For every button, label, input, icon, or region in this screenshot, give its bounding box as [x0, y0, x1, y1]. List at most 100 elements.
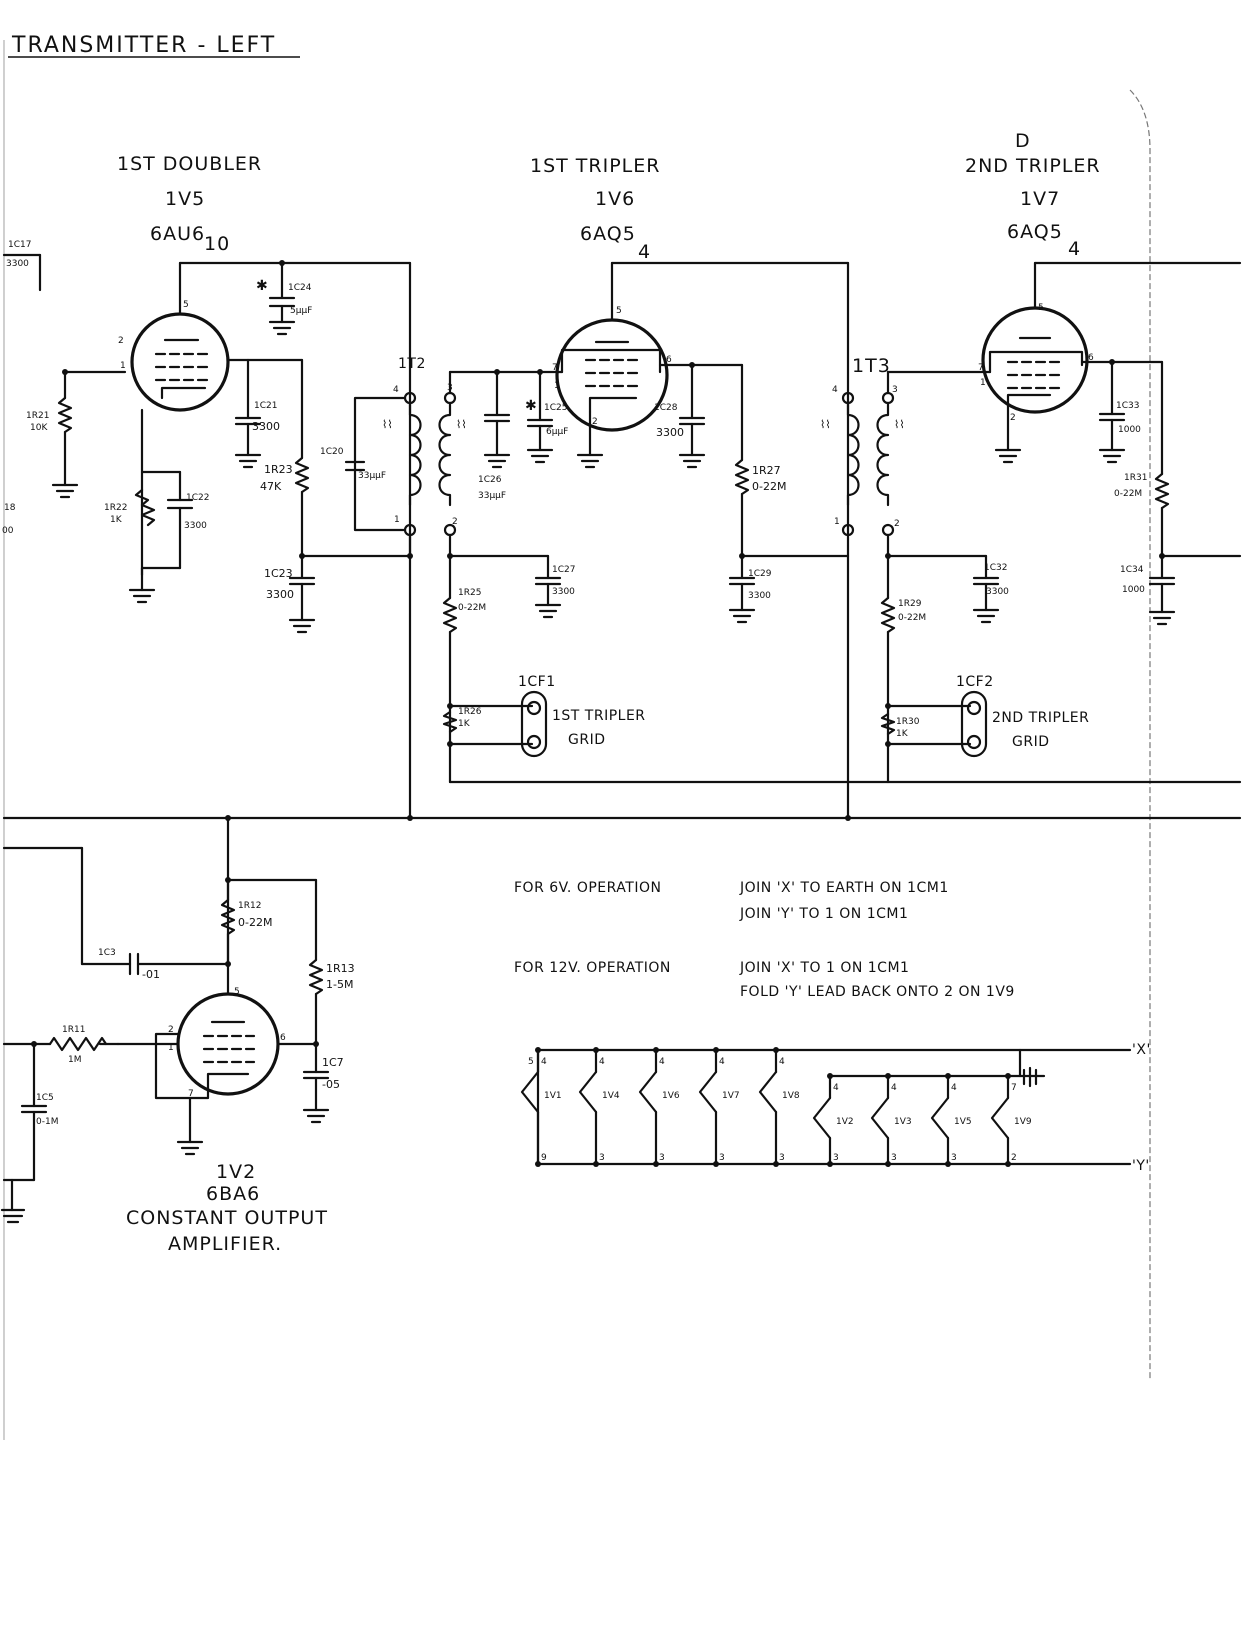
- cf1-label: 1CF1: [518, 674, 556, 690]
- svg-text:✱: ✱: [256, 278, 268, 294]
- t2-label: 1T2: [398, 356, 426, 372]
- c27-value: 3300: [552, 587, 575, 597]
- stage2-type: 6AQ5: [580, 223, 636, 245]
- heater-chain: 'X' 'Y' 1V14591V4431V6431V7431V8431V2431…: [520, 1042, 1151, 1174]
- heater-pin-bottom: 9: [541, 1153, 547, 1163]
- svg-text:1: 1: [554, 381, 560, 391]
- cf2-test-socket[interactable]: [960, 690, 988, 758]
- c24-capacitor: [268, 296, 296, 308]
- note-12v-label: FOR 12V. OPERATION: [514, 960, 671, 976]
- svg-text:7: 7: [978, 363, 984, 373]
- c32-value: 3300: [986, 587, 1009, 597]
- c27-label: 1C27: [552, 565, 575, 575]
- c33-value: 1000: [1118, 425, 1141, 435]
- note-6v-line1: JOIN 'X' TO EARTH ON 1CM1: [739, 880, 949, 896]
- c3-value: -01: [142, 968, 160, 981]
- c7-label: 1C7: [322, 1056, 344, 1069]
- cf1-test-socket[interactable]: [520, 690, 548, 758]
- c26-label: 1C26: [478, 475, 502, 485]
- r12-value: 0-22M: [238, 916, 272, 929]
- r22-value: 1K: [110, 515, 123, 525]
- r22-resistor: [134, 488, 156, 527]
- svg-text:2: 2: [1010, 413, 1016, 423]
- heater-pin-top: 4: [659, 1057, 665, 1067]
- svg-text:✱: ✱: [525, 398, 537, 414]
- stage1-valve: 1V5: [165, 188, 205, 210]
- c17-label: 1C17: [8, 240, 31, 250]
- stage3-mark: 4: [1068, 238, 1081, 260]
- r21-resistor: [57, 396, 73, 434]
- svg-text:2: 2: [118, 336, 124, 346]
- r29-value: 0-22M: [898, 613, 926, 623]
- stage3-type: 6AQ5: [1007, 221, 1063, 243]
- svg-text:5: 5: [616, 306, 622, 316]
- amp-title-2: AMPLIFIER.: [168, 1233, 282, 1255]
- svg-text:⌇⌇: ⌇⌇: [894, 418, 905, 431]
- c5-value: 0-1M: [36, 1117, 58, 1127]
- heater-pin-top: 4: [951, 1083, 957, 1093]
- svg-text:4: 4: [832, 385, 838, 395]
- c26-value: 33μμF: [478, 491, 506, 501]
- heater-pin-bottom: 2: [1011, 1153, 1017, 1163]
- r13-value: 1-5M: [326, 978, 353, 991]
- svg-text:1: 1: [168, 1043, 174, 1053]
- heater-pin-bottom: 3: [951, 1153, 957, 1163]
- r13-resistor: [308, 958, 324, 996]
- valve-1v7: 5 6 7 1 2: [978, 303, 1094, 423]
- heater-pin-bottom: 3: [599, 1153, 605, 1163]
- svg-text:⌇⌇: ⌇⌇: [820, 418, 831, 431]
- heater-pin-top: 7: [1011, 1083, 1017, 1093]
- svg-text:4: 4: [393, 385, 399, 395]
- heater-label: 1V7: [722, 1091, 740, 1101]
- c22-value: 3300: [184, 521, 207, 531]
- r29-label: 1R29: [898, 599, 922, 609]
- cf1-text1: 1ST TRIPLER: [552, 708, 646, 724]
- heater-pin-bottom: 3: [779, 1153, 785, 1163]
- svg-text:00: 00: [2, 526, 14, 536]
- heater-pin-bottom: 3: [719, 1153, 725, 1163]
- svg-text:5: 5: [234, 987, 240, 997]
- stage3-extra: D: [1015, 130, 1031, 152]
- c25-label: 1C25: [544, 403, 567, 413]
- r23-value: 47K: [260, 480, 282, 493]
- r11-resistor: [48, 1036, 108, 1052]
- bus-x-label: 'X': [1132, 1042, 1151, 1058]
- svg-text:2: 2: [592, 417, 598, 427]
- r26-value: 1K: [458, 719, 471, 729]
- note-12v-line2: FOLD 'Y' LEAD BACK ONTO 2 ON 1V9: [740, 984, 1015, 1000]
- r27-label: 1R27: [752, 464, 781, 477]
- svg-text:3: 3: [892, 385, 898, 395]
- c32-label: 1C32: [984, 563, 1007, 573]
- c34-label: 1C34: [1120, 565, 1144, 575]
- heater-label: 1V3: [894, 1117, 912, 1127]
- r25-value: 0-22M: [458, 603, 486, 613]
- c28-value: 3300: [656, 426, 684, 439]
- c34-value: 1000: [1122, 585, 1145, 595]
- r31-label: 1R31: [1124, 473, 1147, 483]
- svg-text:7: 7: [188, 1089, 194, 1099]
- r11-value: 1M: [68, 1055, 82, 1065]
- r26-resistor: [442, 710, 458, 734]
- svg-text:⌇⌇: ⌇⌇: [456, 418, 467, 431]
- heater-label: 1V8: [782, 1091, 800, 1101]
- r22-label: 1R22: [104, 503, 127, 513]
- heater-label: 1V5: [954, 1117, 972, 1127]
- heater-pin-top: 4: [833, 1083, 839, 1093]
- c23-label: 1C23: [264, 567, 293, 580]
- svg-text:6: 6: [280, 1033, 286, 1043]
- svg-text:2: 2: [452, 517, 458, 527]
- svg-text:1: 1: [980, 378, 986, 388]
- svg-text:6: 6: [666, 355, 672, 365]
- c20-value: 33μμF: [358, 471, 386, 481]
- cf2-text2: GRID: [1012, 734, 1050, 750]
- r12-label: 1R12: [238, 901, 261, 911]
- r21-value: 10K: [30, 423, 48, 433]
- note-6v-label: FOR 6V. OPERATION: [514, 880, 661, 896]
- heater-pin-bottom: 3: [659, 1153, 665, 1163]
- amp-type: 6BA6: [206, 1183, 260, 1205]
